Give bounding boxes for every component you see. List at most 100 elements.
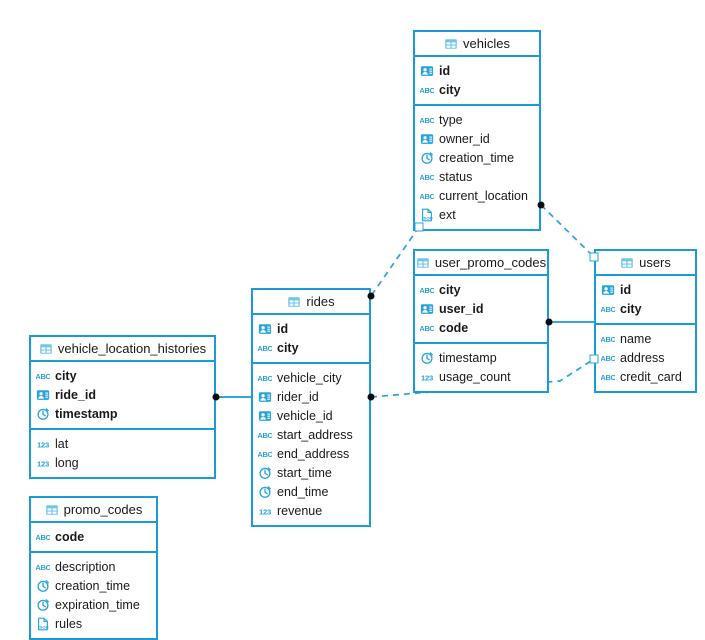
svg-text:ABC: ABC [601, 305, 615, 314]
primary-key-column[interactable]: user_id [415, 299, 547, 318]
clock-icon [259, 466, 271, 479]
primary-key-column[interactable]: id [596, 280, 695, 299]
edge-source-marker-dot [367, 393, 375, 401]
primary-key-column[interactable]: ABC city [596, 299, 695, 318]
table-title: vehicles [463, 36, 510, 51]
table-column[interactable]: owner_id [415, 129, 539, 148]
svg-text:ABC: ABC [258, 450, 272, 459]
primary-key-column[interactable]: id [253, 319, 369, 338]
table-column[interactable]: expiration_time [31, 595, 156, 614]
table-column[interactable]: ABC vehicle_city [253, 368, 369, 387]
table-column[interactable]: end_time [253, 482, 369, 501]
table-column[interactable]: creation_time [415, 148, 539, 167]
table-column[interactable]: start_time [253, 463, 369, 482]
id-badge-icon [258, 410, 272, 421]
primary-key-column[interactable]: ride_id [31, 385, 214, 404]
column-label: city [620, 301, 642, 316]
column-label: timestamp [55, 406, 118, 421]
abc-text-icon: ABC [601, 305, 615, 314]
edge-source-marker-dot [545, 318, 553, 326]
table-title: vehicle_location_histories [57, 341, 207, 356]
column-label: credit_card [620, 369, 682, 384]
svg-text:ABC: ABC [420, 86, 434, 95]
primary-key-column[interactable]: timestamp [31, 404, 214, 423]
abc-text-icon: ABC [420, 324, 434, 333]
table-header[interactable]: promo_codes [31, 498, 156, 523]
edge-target-marker-dot [367, 292, 375, 300]
primary-key-column[interactable]: ABC code [415, 318, 547, 337]
primary-key-column[interactable]: id [415, 61, 539, 80]
svg-text:123: 123 [37, 440, 49, 449]
column-label: owner_id [439, 131, 490, 146]
svg-text:ABC: ABC [258, 344, 272, 353]
table-column[interactable]: creation_time [31, 576, 156, 595]
clock-icon [421, 351, 433, 364]
column-label: vehicle_city [277, 370, 342, 385]
svg-text:ABC: ABC [36, 372, 50, 381]
column-label: city [277, 340, 299, 355]
column-label: creation_time [439, 150, 515, 165]
table-column[interactable]: timestamp [415, 348, 547, 367]
abc-text-icon: ABC [420, 86, 434, 95]
table-header[interactable]: vehicles [415, 32, 539, 57]
abc-text-icon: ABC [420, 173, 434, 182]
svg-text:ABC: ABC [36, 563, 50, 572]
clock-icon [421, 151, 433, 164]
svg-text:ABC: ABC [258, 374, 272, 383]
column-label: code [55, 529, 85, 544]
column-label: usage_count [439, 369, 511, 384]
column-label: long [55, 455, 79, 470]
edge-source-marker-square [414, 222, 424, 232]
id-badge-icon [258, 323, 272, 334]
primary-key-column[interactable]: ABC city [253, 338, 369, 357]
svg-text:ABC: ABC [601, 335, 615, 344]
relationship-edge-vehicles-to-rides [370, 226, 420, 297]
column-label: timestamp [439, 350, 497, 365]
svg-text:ABC: ABC [420, 286, 434, 295]
table-column[interactable]: vehicle_id [253, 406, 369, 425]
column-label: code [439, 320, 469, 335]
table-column[interactable]: 123 long [31, 453, 214, 472]
svg-text:JSON: JSON [38, 624, 49, 629]
column-label: end_time [277, 484, 329, 499]
svg-text:123: 123 [37, 459, 49, 468]
column-label: creation_time [55, 578, 131, 593]
table-header[interactable]: users [596, 251, 695, 276]
table-header[interactable]: user_promo_codes [415, 251, 547, 276]
table-title: user_promo_codes [434, 255, 547, 270]
table-column[interactable]: rider_id [253, 387, 369, 406]
table-header[interactable]: rides [253, 290, 369, 315]
table-header[interactable]: vehicle_location_histories [31, 337, 214, 362]
id-badge-icon [36, 389, 50, 400]
